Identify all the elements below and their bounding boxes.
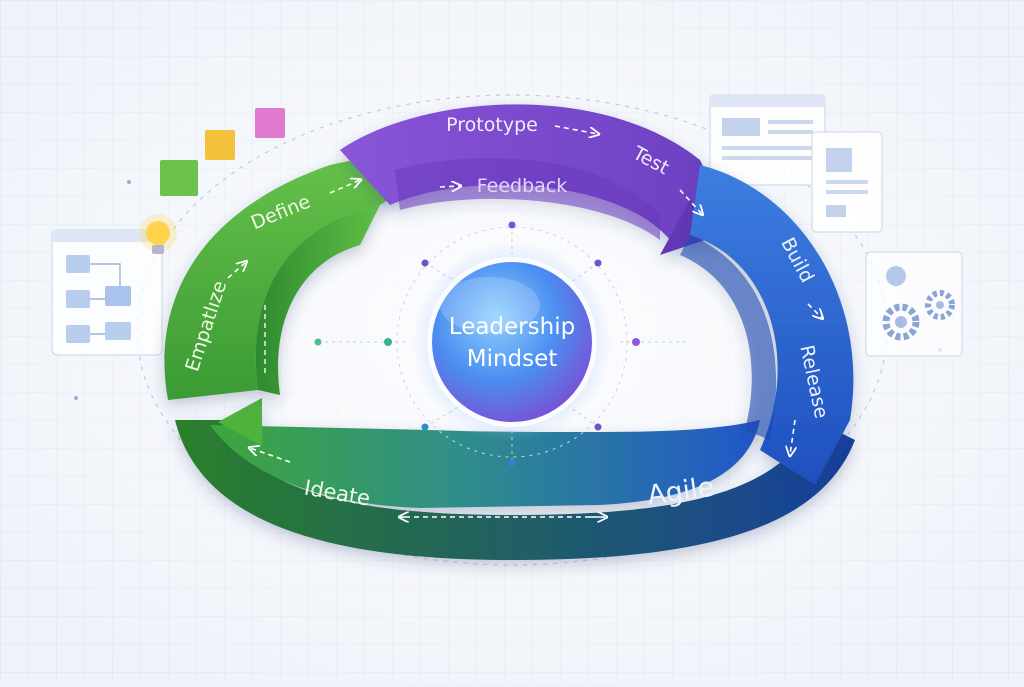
- center-title-line1: Leadership: [449, 314, 575, 340]
- wireframe-icon: [709, 94, 883, 233]
- leadership-mindset-orb: Leadership Mindset: [412, 242, 612, 442]
- blue-arc: [680, 165, 854, 485]
- stage-label-prototype: Prototype: [446, 114, 538, 136]
- flow-arrows: [227, 125, 822, 517]
- stage-label-feedback: Feedback: [477, 175, 567, 197]
- flowchart-icon: [51, 229, 163, 356]
- bottom-band: [175, 398, 855, 560]
- gears-icon: [865, 251, 963, 357]
- lightbulb-icon: [139, 214, 177, 254]
- sticky-notes-icon: [160, 108, 285, 196]
- center-title-line2: Mindset: [467, 346, 558, 372]
